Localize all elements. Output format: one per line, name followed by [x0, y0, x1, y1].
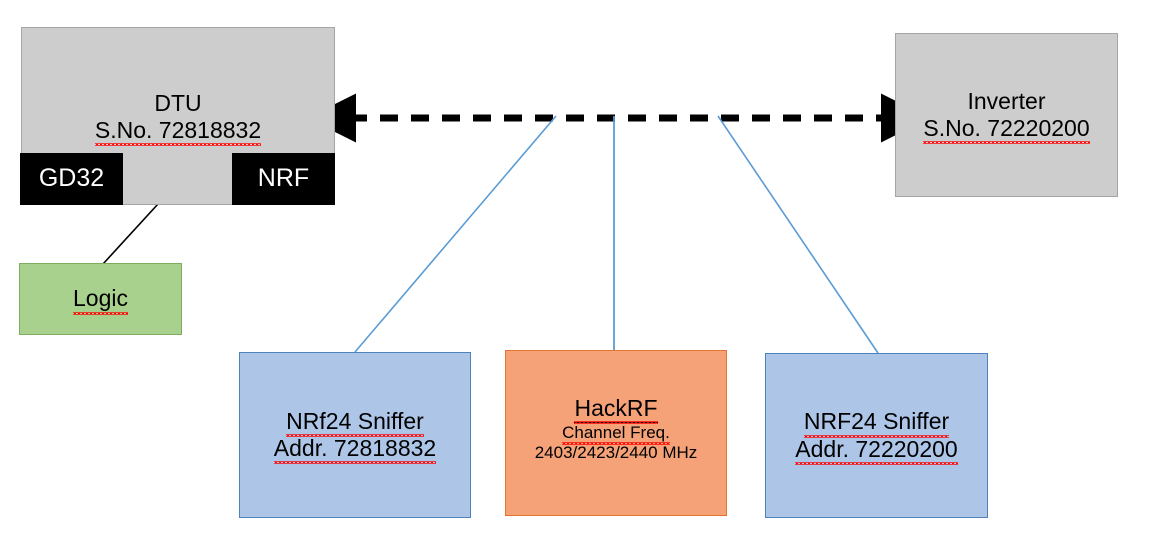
logic-label: Logic [73, 285, 128, 315]
sniffer-right-tap-line [717, 115, 879, 354]
dtu-serial: S.No. 72818832 [94, 117, 262, 147]
sniffer-right-label: NRF24 Sniffer [803, 408, 950, 438]
inverter-title: Inverter [967, 87, 1046, 114]
sniffer-left-address: Addr. 72818832 [273, 435, 437, 465]
node-nrf[interactable]: NRF [232, 153, 335, 205]
node-gd32[interactable]: GD32 [20, 153, 123, 205]
node-logic[interactable]: Logic [19, 263, 182, 335]
sniffer-left-label: NRf24 Sniffer [286, 407, 424, 438]
nrf-label: NRF [257, 164, 310, 193]
gd32-label: GD32 [38, 164, 105, 193]
sniffer-left-tap-line [354, 115, 557, 353]
node-hackrf[interactable]: HackRF Channel Freq. 2403/2423/2440 MHz [505, 350, 727, 516]
hackrf-channel-values: 2403/2423/2440 MHz [534, 443, 698, 463]
hackrf-channel-caption: Channel Freq. [562, 423, 670, 446]
hackrf-label: HackRF [574, 395, 658, 425]
inverter-serial: S.No. 72220200 [923, 115, 1090, 145]
dtu-title: DTU [154, 90, 202, 116]
node-inverter[interactable]: Inverter S.No. 72220200 [895, 33, 1118, 197]
node-sniffer-right[interactable]: NRF24 Sniffer Addr. 72220200 [765, 353, 988, 518]
node-sniffer-left[interactable]: NRf24 Sniffer Addr. 72818832 [239, 352, 471, 518]
sniffer-right-address: Addr. 72220200 [795, 435, 959, 465]
